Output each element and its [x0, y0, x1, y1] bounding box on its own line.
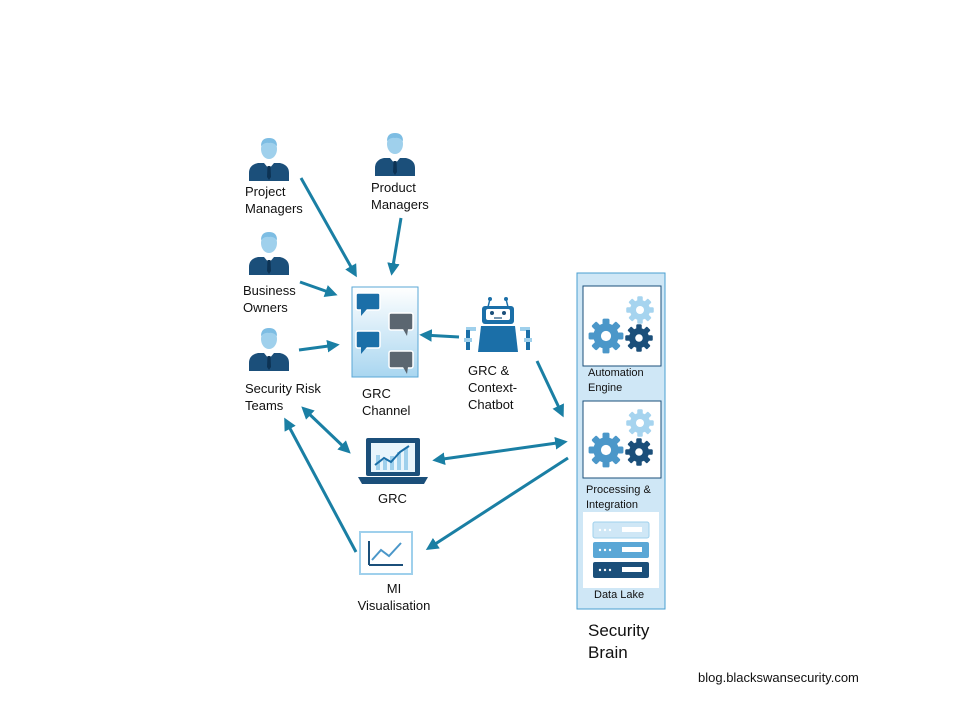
label-line: Channel: [362, 403, 411, 418]
label-line: GRC: [362, 386, 391, 401]
label-line: GRC &: [468, 363, 510, 378]
arrow-project-managers-to-channel: [299, 177, 357, 278]
arrow-chatbot-to-brain: [535, 360, 564, 418]
security-brain-title: Security Brain: [588, 620, 649, 664]
arrow-product-managers-to-channel: [387, 217, 403, 276]
label-line: Business: [243, 283, 296, 298]
label-line: Integration: [586, 499, 638, 511]
arrow-security-teams-to-channel: [298, 339, 340, 353]
label-line: Context-: [468, 380, 518, 395]
laptop-chart-icon: [358, 438, 428, 484]
label-grc: GRC: [378, 490, 407, 507]
person-icon-security-risk-teams: [249, 328, 289, 371]
label-data-lake: Data Lake: [594, 588, 644, 603]
label-chatbot: GRC & Context- Chatbot: [468, 362, 517, 413]
label-mi-visualisation: MI Visualisation: [356, 580, 432, 614]
label-line: Security: [588, 621, 650, 640]
arrow-security-teams-grc: [301, 406, 351, 454]
label-line: Teams: [245, 398, 284, 413]
label-line: GRC: [378, 491, 407, 506]
arrow-grc-brain: [432, 436, 568, 466]
label-line: Visualisation: [357, 598, 431, 613]
arrow-brain-to-mi: [425, 456, 569, 551]
label-line: Data Lake: [594, 589, 645, 601]
label-line: Automation: [588, 367, 644, 379]
label-automation-engine: Automation Engine: [588, 366, 644, 396]
robot-icon: [464, 297, 532, 352]
label-business-owners: Business Owners: [243, 282, 296, 316]
security-brain-panel: [576, 272, 666, 610]
label-line: Processing &: [586, 484, 651, 496]
label-line: Chatbot: [468, 397, 514, 412]
source-credit: blog.blackswansecurity.com: [698, 670, 859, 685]
label-security-risk-teams: Security Risk Teams: [245, 380, 321, 414]
label-line: Managers: [245, 201, 303, 216]
person-icon-product-managers: [375, 133, 415, 176]
arrow-chatbot-to-channel: [419, 329, 460, 342]
label-line: MI: [386, 581, 402, 596]
label-processing-integration: Processing & Integration: [586, 483, 651, 513]
server-rack-icon: [592, 521, 650, 578]
label-line: Engine: [588, 382, 623, 394]
person-icon-business-owners: [249, 232, 289, 275]
monitor-chart-icon: [359, 531, 413, 575]
label-line: Brain: [588, 643, 628, 662]
label-line: Project: [245, 184, 286, 199]
label-line: Product: [371, 180, 416, 195]
arrow-business-owners-to-channel: [299, 280, 338, 298]
chat-bubbles-icon: [351, 286, 419, 378]
arrow-mi-to-security-teams: [284, 417, 358, 553]
connector-arrows: [284, 177, 569, 553]
label-product-managers: Product Managers: [371, 179, 429, 213]
person-icon-project-managers: [249, 138, 289, 181]
label-line: Managers: [371, 197, 429, 212]
label-line: Owners: [243, 300, 288, 315]
label-project-managers: Project Managers: [245, 183, 303, 217]
label-grc-channel: GRC Channel: [362, 385, 410, 419]
label-line: Security Risk: [245, 381, 321, 396]
